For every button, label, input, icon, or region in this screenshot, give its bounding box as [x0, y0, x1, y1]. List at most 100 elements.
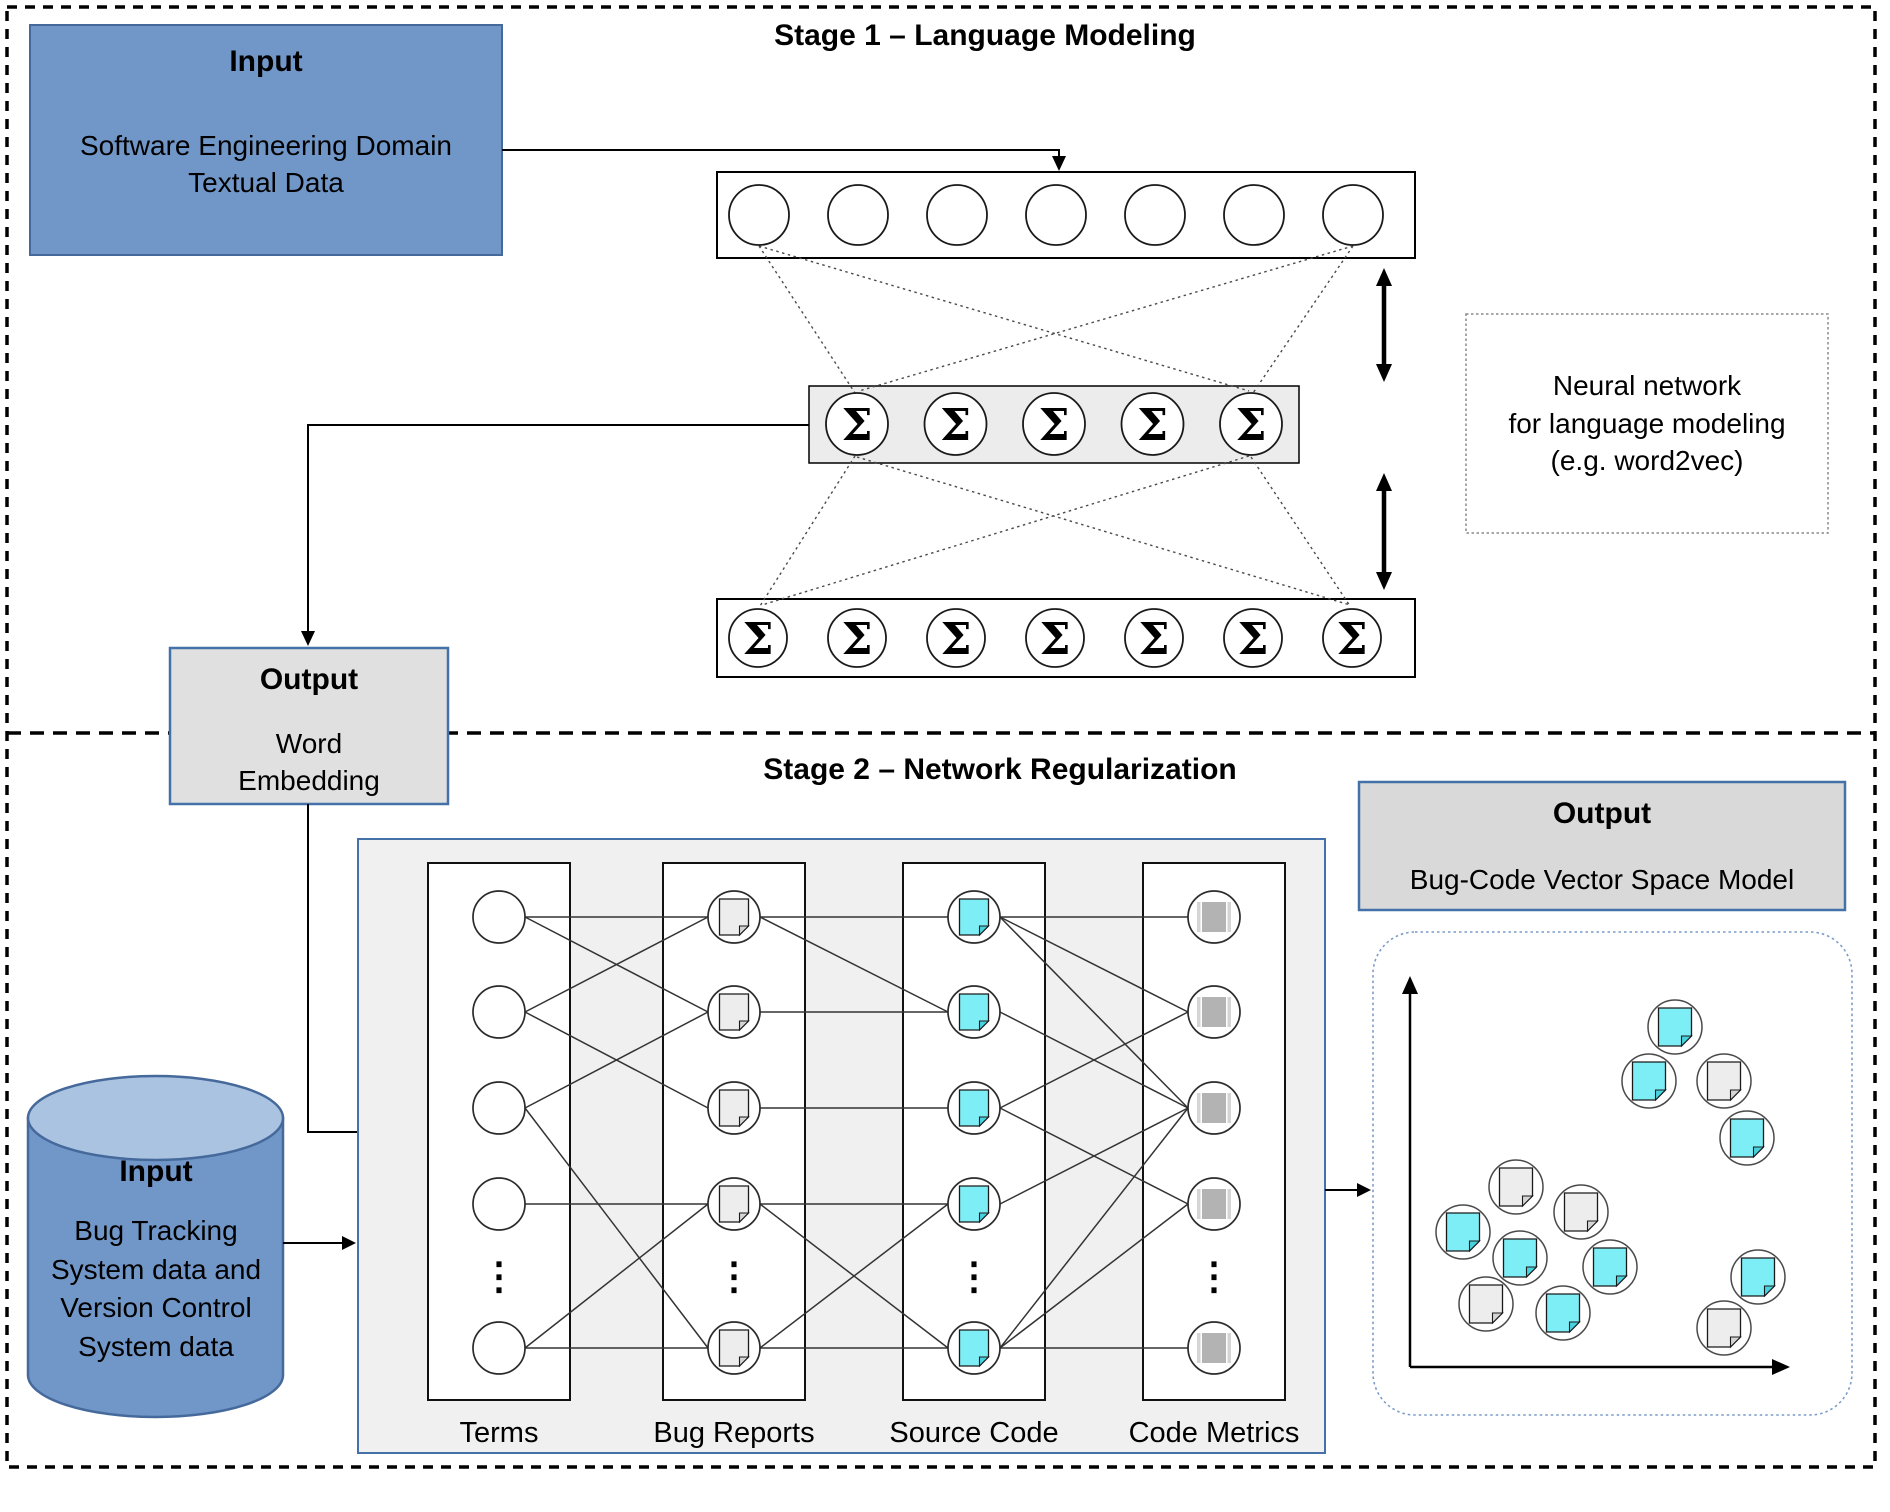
sum-symbol: Σ — [940, 614, 971, 665]
arrowhead-icon — [1052, 156, 1066, 171]
arrowhead-icon — [301, 631, 315, 646]
network-edge — [999, 1203, 1189, 1349]
neuron-node — [923, 392, 988, 456]
scatter-point — [1553, 1184, 1609, 1240]
scatter-point — [1488, 1159, 1544, 1215]
input-box — [29, 24, 503, 256]
sum-symbol: Σ — [742, 614, 773, 665]
network-edge — [999, 1107, 1189, 1349]
source-document-icon — [1729, 1118, 1765, 1159]
note-box-text: Neural network for language modeling (e.… — [1508, 370, 1786, 477]
sum-symbol: Σ — [1235, 400, 1266, 451]
neuron-node — [1322, 608, 1382, 668]
neuron-node — [1025, 184, 1087, 246]
database-cylinder-icon — [26, 1074, 285, 1419]
terms-node — [472, 890, 526, 944]
network-edge — [999, 916, 1189, 1109]
scatter-point — [1719, 1110, 1775, 1166]
network-edge — [999, 916, 1189, 1013]
network-edge — [999, 1107, 1189, 1205]
source-document-icon — [1545, 1293, 1581, 1334]
sum-symbol: Σ — [1137, 400, 1168, 451]
neuron-node — [1025, 608, 1085, 668]
neuron-node — [728, 184, 790, 246]
source-document-icon — [1657, 1007, 1693, 1048]
vector-space-output-body: Bug-Code Vector Space Model — [1409, 864, 1795, 895]
weight-connections — [758, 245, 1354, 607]
terms-node — [472, 985, 526, 1039]
document-icon — [1498, 1167, 1534, 1208]
cylinder-body: Bug Tracking System data and Version Con… — [50, 1215, 262, 1362]
document-icon — [718, 1329, 750, 1368]
page-border — [5, 5, 1877, 1469]
metrics-icon — [1197, 1189, 1231, 1219]
scatter-points — [1435, 999, 1786, 1356]
network-edge — [524, 916, 709, 1013]
metrics-icon — [1197, 902, 1231, 932]
vector-space-output-box — [1357, 780, 1847, 912]
input-box-body: Software Engineering Domain Textual Data — [80, 130, 452, 198]
source-document-icon — [958, 993, 990, 1032]
scatter-point — [1696, 1300, 1752, 1356]
neuron-node — [926, 184, 988, 246]
x-axis-arrow-icon — [1772, 1359, 1790, 1375]
scatter-point — [1492, 1230, 1548, 1286]
note-box — [1465, 313, 1829, 534]
neuron-node — [1322, 184, 1384, 246]
neuron-node — [926, 608, 986, 668]
neuron-node — [1124, 184, 1186, 246]
scatter-point — [1621, 1053, 1677, 1109]
source-document-icon — [1631, 1061, 1667, 1102]
source-document-icon — [1592, 1247, 1628, 1288]
source-document-icon — [958, 1329, 990, 1368]
terms-node — [472, 1081, 526, 1135]
document-icon — [718, 1089, 750, 1128]
ellipsis-code-metrics: ⋮ — [1195, 1256, 1233, 1298]
neuron-node — [1120, 392, 1185, 456]
ellipsis-bug-reports: ⋮ — [715, 1256, 753, 1298]
network-edge — [524, 1107, 709, 1349]
network-edge — [524, 1203, 709, 1349]
document-icon — [1563, 1192, 1599, 1233]
network-edge — [999, 1011, 1189, 1109]
sum-symbol: Σ — [1039, 614, 1070, 665]
ellipsis-terms: ⋮ — [480, 1256, 518, 1298]
scatter-point — [1435, 1204, 1491, 1260]
sum-symbol: Σ — [1336, 614, 1367, 665]
scatter-point — [1458, 1276, 1514, 1332]
neuron-node — [827, 184, 889, 246]
neuron-node — [825, 392, 889, 456]
word-embedding-output-title: Output — [259, 663, 359, 696]
sum-symbol: Σ — [841, 400, 872, 451]
stage2-network-nodes — [472, 890, 1241, 1375]
y-axis-arrow-icon — [1402, 976, 1418, 994]
scatter-point — [1535, 1285, 1591, 1341]
neuron-node — [1223, 608, 1283, 668]
scatter-point — [1730, 1249, 1786, 1305]
cylinder-title: Input — [119, 1155, 193, 1188]
neuron-node — [827, 608, 887, 668]
source-document-icon — [958, 1185, 990, 1224]
source-document-icon — [958, 898, 990, 937]
document-icon — [1706, 1061, 1742, 1102]
arrowhead-icon — [342, 1236, 356, 1250]
hidden-to-output-connector — [307, 424, 809, 631]
sum-symbol: Σ — [1138, 614, 1169, 665]
vector-space-axes — [1402, 976, 1790, 1375]
training-double-arrow — [1376, 268, 1392, 590]
vector-space-box — [1372, 931, 1853, 1416]
network-edge — [759, 916, 949, 1013]
column-label-source-code: Source Code — [889, 1417, 1059, 1449]
document-icon — [1706, 1308, 1742, 1349]
sum-symbol: Σ — [1237, 614, 1268, 665]
neuron-node — [1022, 392, 1086, 456]
word-embedding-output-body: Word Embedding — [238, 728, 380, 796]
neuron-node — [1219, 392, 1283, 456]
network-edge — [759, 1203, 949, 1349]
scatter-point — [1696, 1053, 1752, 1109]
input-to-network-connector — [502, 149, 1060, 156]
terms-node — [472, 1321, 526, 1375]
terms-node — [472, 1177, 526, 1231]
